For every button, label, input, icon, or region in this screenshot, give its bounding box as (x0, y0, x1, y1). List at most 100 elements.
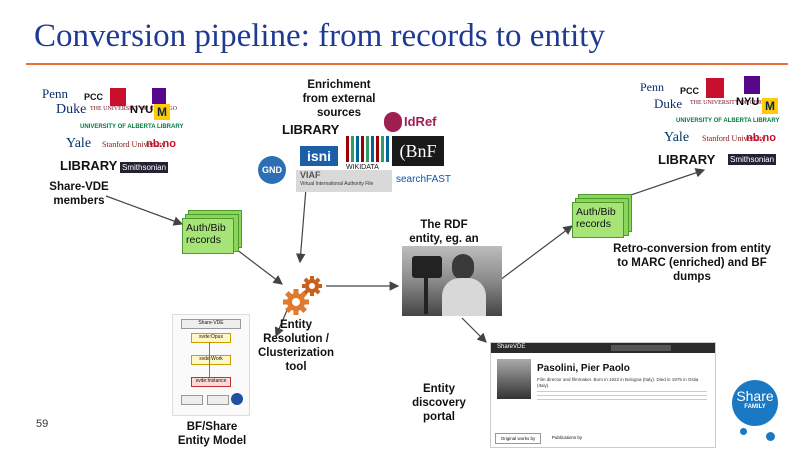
bf-box-instance: svde:Instance (191, 377, 231, 387)
bf-line-main (209, 342, 210, 377)
share-badge-line1: Share (736, 388, 774, 404)
logo-michigan-r-letter: M (765, 99, 775, 113)
arrow-entity-to-records-right (499, 225, 573, 281)
enrich-isni-text: isni (306, 148, 332, 164)
logo-michigan-r: M (762, 98, 778, 114)
portal-person-desc: Film director and filmmaker. Born in 192… (537, 377, 699, 388)
auth-bib-right-label: Auth/Bib records (572, 202, 624, 238)
logo-red-square-r (706, 78, 724, 98)
logo-stanford: Stanford University (102, 140, 166, 149)
logo-yale: Yale (66, 136, 92, 151)
enrich-idref-mark (384, 112, 402, 132)
logo-yale-r: Yale (664, 130, 690, 145)
portal-desc-lines (537, 391, 707, 403)
enrich-gnd-text: GND (262, 165, 282, 175)
photo-tripod-shape (424, 276, 428, 314)
logo-loc: LIBRARY (60, 158, 118, 173)
retro-caption: Retro-conversion from entity to MARC (en… (613, 243, 771, 283)
portal-person-photo (497, 359, 531, 399)
logo-ualberta-r: UNIVERSITY OF ALBERTA LIBRARY (676, 118, 780, 124)
bf-badge-icon (231, 393, 243, 405)
logo-duke-r: Duke (654, 96, 683, 111)
members-logo-cluster: Penn PCC Duke THE UNIVERSITY OF CHICAGO … (34, 84, 184, 184)
discovery-portal-screenshot: ShareVDE Pasolini, Pier Paolo Film direc… (490, 342, 716, 448)
portal-search-bar (611, 345, 671, 351)
logo-nyu-torch (152, 88, 166, 104)
members-logo-cluster-right: Penn PCC Duke THE UNIVERSITY OF CHICAGO … (636, 74, 786, 174)
logo-pcc-r: PCC (680, 86, 700, 96)
bf-model-caption: BF/Share Entity Model (177, 421, 247, 447)
portal-topbar: ShareVDE (491, 343, 715, 353)
portal-tab-original-label: Original works by (500, 436, 536, 441)
portal-person-name: Pasolini, Pier Paolo (537, 363, 630, 374)
bf-item-right (207, 395, 229, 405)
arrow-members-to-records (105, 195, 184, 226)
portal-tab-original[interactable]: Original works by (495, 433, 541, 444)
enrich-logo-bnf: (BnF (392, 136, 444, 166)
discovery-caption: Entity discovery portal (412, 383, 466, 423)
auth-bib-stack-right: Auth/Bib records (572, 194, 632, 238)
title-rule (26, 63, 788, 65)
auth-bib-stack-left: Auth/Bib records (182, 210, 242, 254)
portal-tab-publications[interactable]: Publications by (545, 433, 589, 442)
logo-nyu-torch-r (744, 76, 760, 94)
bf-box-work: svde:Work (191, 355, 231, 365)
enrich-logo-viaf: VIAF Virtual International Authority Fil… (296, 170, 392, 192)
enrich-logo-gnd: GND (258, 156, 286, 184)
entity-resolution-caption: Entity Resolution / Clusterization tool (257, 319, 335, 373)
logo-stanford-r: Stanford University (702, 134, 766, 143)
arrow-entity-to-portal (461, 317, 487, 343)
logo-michigan: M (154, 104, 170, 120)
bf-model-diagram: Share-VDE svde:Opus svde:Work svde:Insta… (172, 314, 250, 416)
share-badge-dot-b (766, 432, 775, 441)
members-caption: Share-VDE members (49, 181, 109, 207)
logo-nyu-r: NYU (736, 96, 760, 108)
page-number: 59 (36, 418, 49, 430)
rdf-entity-photo (402, 246, 502, 316)
enrich-logo-loc: LIBRARY (282, 122, 340, 137)
logo-red-square (110, 88, 126, 106)
enrich-viaf-sub: Virtual International Authority File (300, 181, 374, 187)
share-family-badge: Share FAMILY (732, 380, 778, 426)
logo-ualberta: UNIVERSITY OF ALBERTA LIBRARY (80, 124, 184, 130)
enrich-bnf-text: (BnF (399, 141, 437, 161)
enrich-logo-isni: isni (300, 146, 338, 166)
share-badge-line2: FAMILY (744, 404, 766, 410)
logo-nbno-r: nb.no (746, 132, 776, 144)
photo-person-head (452, 254, 474, 280)
enrich-wikidata-bars (346, 136, 390, 162)
logo-uchicago-r: THE UNIVERSITY OF CHICAGO (690, 100, 777, 106)
arrow-records-to-tool (231, 245, 283, 285)
logo-penn-r: Penn (640, 80, 664, 94)
logo-smithsonian-r: Smithsonian (728, 154, 777, 165)
logo-penn: Penn (42, 86, 68, 101)
enrichment-caption: Enrichment from external sources (302, 79, 376, 119)
bf-box-opus: svde:Opus (191, 333, 231, 343)
logo-nbno: nb.no (146, 138, 176, 150)
logo-smithsonian: Smithsonian (120, 162, 169, 173)
auth-bib-left-label: Auth/Bib records (182, 218, 234, 254)
logo-pcc: PCC (84, 92, 104, 102)
enrich-logo-searchfast: searchFAST (396, 174, 452, 185)
logo-nyu: NYU (130, 104, 154, 116)
logo-duke: Duke (56, 102, 87, 117)
arrow-tool-to-model (274, 307, 289, 338)
portal-tab-publications-label: Publications by (551, 435, 583, 440)
bf-box-sharevde: Share-VDE (181, 319, 241, 329)
photo-person-body (442, 278, 486, 316)
logo-loc-r: LIBRARY (658, 152, 716, 167)
enrich-logo-wikidata: WIKIDATA (346, 164, 379, 171)
slide-title: Conversion pipeline: from records to ent… (34, 18, 605, 54)
enrichment-logo-cluster: LIBRARY IdRef isni WIKIDATA (BnF GND VIA… (256, 110, 451, 192)
enrich-logo-idref: IdRef (404, 114, 437, 129)
logo-uchicago: THE UNIVERSITY OF CHICAGO (90, 106, 177, 112)
arrow-records-to-members-right (627, 168, 706, 197)
logo-michigan-letter: M (157, 105, 167, 119)
bf-item-left (181, 395, 203, 405)
arrow-enrichment-to-tool (295, 187, 307, 264)
enrich-viaf-text: VIAF (300, 170, 321, 180)
share-badge-dot-a (740, 428, 747, 435)
photo-camera-shape (412, 256, 442, 278)
